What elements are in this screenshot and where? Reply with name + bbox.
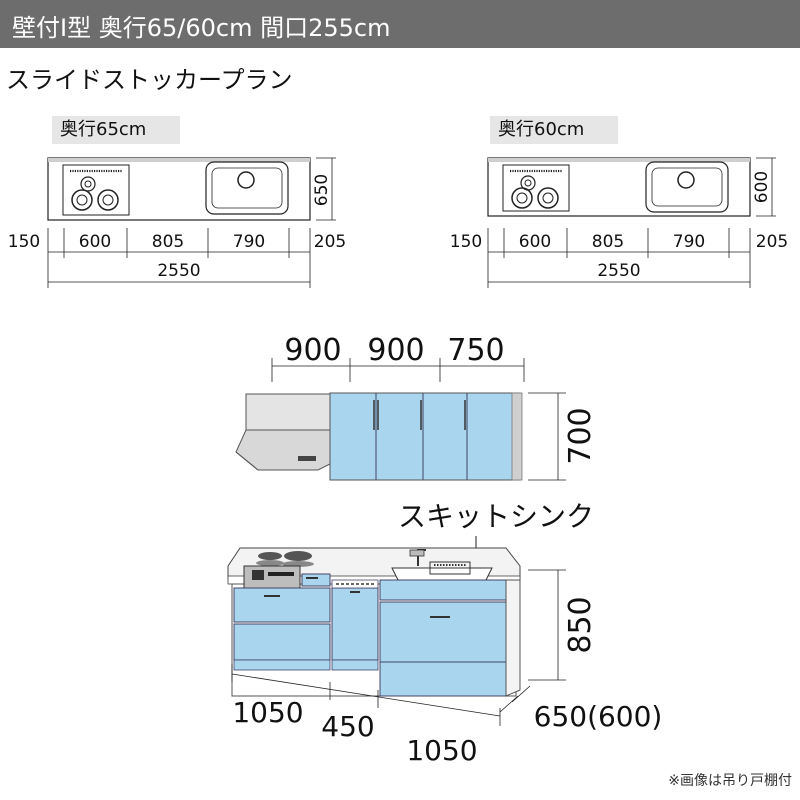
- base-cabinet: スキットシンク: [227, 500, 663, 767]
- stove-top: [502, 164, 570, 212]
- wall-cabinet: 900 900 750 700: [235, 333, 598, 481]
- depth-dim-65: 650: [312, 174, 332, 206]
- top-view-65: 650 150 600 805 790 205 2550: [8, 157, 346, 288]
- plan-name: スライドストッカープラン: [6, 66, 293, 94]
- sink-top: [205, 161, 289, 215]
- wall-width-3: 750: [447, 333, 504, 368]
- dim-total: 2550: [597, 261, 640, 281]
- page-title: 壁付I型 奥行65/60cm 間口255cm: [12, 14, 391, 42]
- dim-segment-5: 205: [756, 232, 788, 252]
- base-width-3: 1050: [406, 734, 477, 767]
- sink-top: [645, 161, 729, 213]
- wall-cabinet-body: [329, 392, 521, 481]
- dim-segment-1: 150: [8, 232, 40, 252]
- footnote: ※画像は吊り戸棚付: [668, 773, 792, 789]
- base-width-1: 1050: [232, 696, 303, 729]
- dim-segment-3: 805: [152, 232, 184, 252]
- stove-top: [62, 164, 130, 216]
- top-view-60: 600 150 600 805 790 205 2550: [450, 157, 788, 288]
- base-height: 850: [563, 596, 598, 653]
- dim-total: 2550: [157, 261, 200, 281]
- sink-label: スキットシンク: [398, 500, 594, 533]
- dim-segment-4: 790: [673, 232, 705, 252]
- dim-segment-4: 790: [233, 232, 265, 252]
- dim-segment-2: 600: [79, 232, 111, 252]
- dim-segment-1: 150: [450, 232, 482, 252]
- dim-segment-5: 205: [314, 232, 346, 252]
- base-depth: 650(600): [534, 700, 663, 733]
- depth-label-65: 奥行65cm: [52, 116, 180, 144]
- wall-width-2: 900: [367, 333, 424, 368]
- base-width-2: 450: [321, 710, 374, 743]
- wall-width-1: 900: [284, 333, 341, 368]
- dim-segment-3: 805: [592, 232, 624, 252]
- depth-label-60: 奥行60cm: [490, 116, 618, 144]
- depth-dim-60: 600: [752, 171, 772, 203]
- wall-height: 700: [563, 407, 598, 464]
- title-bar: 壁付I型 奥行65/60cm 間口255cm: [0, 0, 800, 48]
- range-hood: [235, 393, 331, 471]
- dim-segment-2: 600: [519, 232, 551, 252]
